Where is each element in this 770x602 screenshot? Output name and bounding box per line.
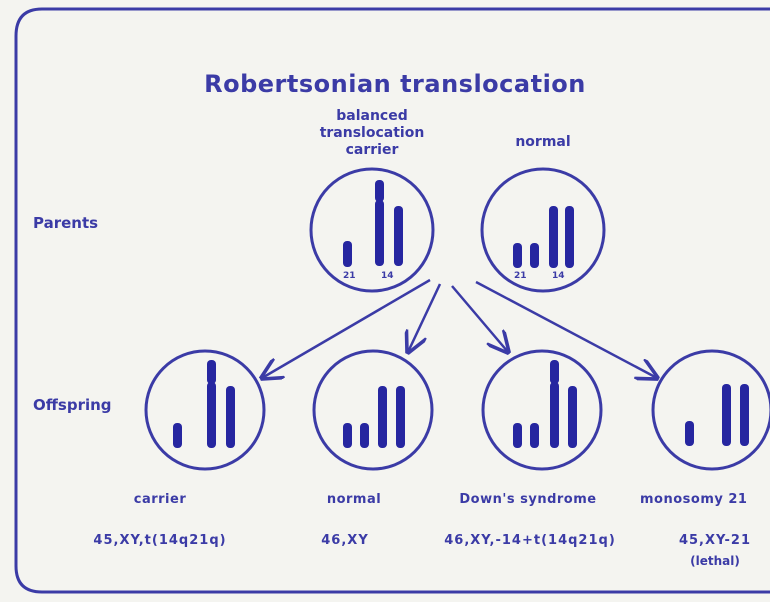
chromosome-14	[568, 386, 577, 448]
chromosome-21b	[530, 243, 539, 268]
arrow-to-carrier	[262, 278, 431, 378]
parent-normal-circle	[480, 167, 606, 293]
chromosome-translocated-long-arm	[207, 382, 216, 448]
chromosome-21	[343, 241, 352, 267]
row-label-offspring: Offspring	[33, 396, 112, 414]
parent-carrier-circle	[309, 167, 435, 293]
parent-carrier-chromosomes	[343, 180, 403, 267]
karyotype-monosomy-note: (lethal)	[690, 554, 740, 568]
offspring-normal-label: normal	[326, 492, 382, 507]
chromosome-translocated	[550, 360, 559, 384]
frame	[14, 7, 770, 594]
chromosome-14a	[722, 384, 731, 446]
offspring-monosomy-label: monosomy 21	[640, 492, 748, 507]
offspring-monosomy-circle	[651, 349, 770, 471]
chromosome-21b	[530, 423, 539, 448]
chromosome-label-21: 21	[343, 271, 356, 281]
chromosome-label-14: 14	[381, 271, 394, 281]
row-label-parents: Parents	[33, 214, 99, 232]
chromosome-translocated-long-arm	[375, 200, 384, 266]
label-line: carrier	[345, 142, 399, 158]
chromosome-14	[226, 386, 235, 448]
offspring-downs-label: Down's syndrome	[459, 492, 597, 507]
arrow-to-normal	[408, 283, 442, 352]
diagram-title: Robertsonian translocation	[204, 70, 586, 98]
chromosome-21	[685, 421, 694, 446]
chromosome-translocated	[207, 360, 216, 384]
parent-normal-chromosomes	[513, 206, 574, 268]
chromosome-14a	[378, 386, 387, 448]
karyotype-normal: 46,XY	[321, 533, 369, 548]
offspring-normal-chromosomes	[343, 386, 405, 448]
arrows	[262, 278, 657, 378]
offspring-carrier-label: carrier	[133, 492, 187, 507]
chromosome-14	[394, 206, 403, 266]
karyotype-downs: 46,XY,-14+t(14q21q)	[444, 533, 616, 548]
chromosome-21a	[343, 423, 352, 448]
chromosome-translocated	[375, 180, 384, 202]
parent-normal-label: normal	[515, 134, 571, 150]
label-line: translocation	[319, 125, 425, 141]
parent-carrier-label: balanced translocation carrier	[302, 108, 442, 159]
karyotype-monosomy: 45,XY-21	[678, 533, 752, 548]
chromosome-21a	[513, 423, 522, 448]
chromosome-label-21: 21	[514, 271, 527, 281]
offspring-normal-circle	[312, 349, 434, 471]
chromosome-label-14: 14	[552, 271, 565, 281]
offspring-carrier-circle	[144, 349, 266, 471]
chromosome-21a	[513, 243, 522, 268]
karyotype-carrier: 45,XY,t(14q21q)	[93, 533, 227, 548]
chromosome-14b	[396, 386, 405, 448]
offspring-monosomy-chromosomes	[685, 384, 749, 446]
chromosome-14b	[565, 206, 574, 268]
chromosome-14a	[549, 206, 558, 268]
chromosome-translocated-long-arm	[550, 382, 559, 448]
chromosome-21	[173, 423, 182, 448]
offspring-downs-chromosomes	[513, 360, 577, 448]
offspring-downs-circle	[481, 349, 603, 471]
offspring-carrier-chromosomes	[173, 360, 235, 448]
chromosome-14b	[740, 384, 749, 446]
label-line: balanced	[336, 108, 408, 124]
arrow-to-monosomy	[475, 280, 657, 378]
arrow-to-downs	[451, 285, 508, 352]
chromosome-21b	[360, 423, 369, 448]
